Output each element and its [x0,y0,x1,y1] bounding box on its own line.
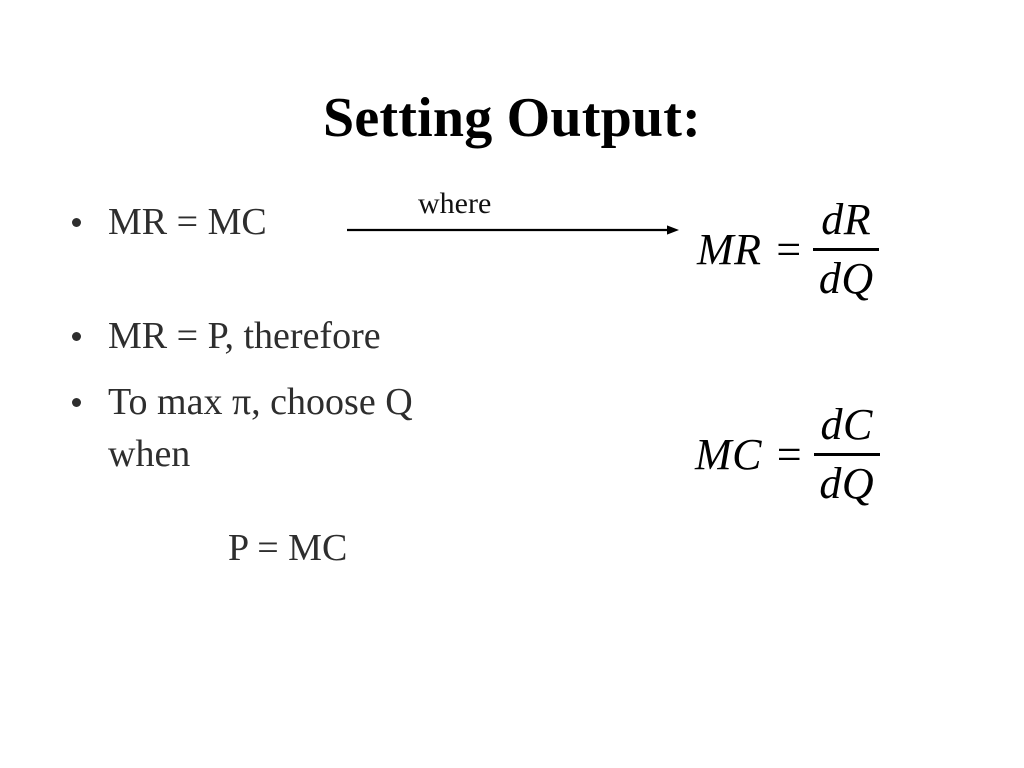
bullet-dot-icon [72,398,81,407]
equation-marginal-revenue: MR = dR dQ [697,195,880,304]
fraction: dC dQ [813,400,880,509]
bullet-dot-icon [72,332,81,341]
list-item-label: To max π, choose Q [108,381,413,423]
spacer [62,248,622,310]
bullet-list: MR = MC MR = P, therefore To max π, choo… [62,196,622,480]
equation-marginal-cost: MC = dC dQ [695,400,880,509]
fraction-bar [813,453,880,456]
equation-lhs: MC [695,429,762,479]
fraction-numerator: dR [821,195,872,244]
equation-lhs: MR [697,224,762,274]
list-item-label: MR = MC [108,201,267,243]
condition-line: P = MC [228,527,348,569]
list-item: MR = P, therefore [62,310,622,362]
fraction-numerator: dC [820,400,873,449]
fraction-denominator: dQ [819,459,875,508]
fraction-denominator: dQ [818,254,874,303]
list-item-continuation: when [108,433,191,475]
list-item: MR = MC [62,196,622,248]
bullet-dot-icon [72,218,81,227]
list-item-label: MR = P, therefore [108,315,381,357]
fraction: dR dQ [813,195,880,304]
spacer [62,362,622,376]
where-label: where [418,187,492,220]
equation-relation: = [773,224,804,274]
fraction-bar [813,248,880,251]
right-arrow-icon [345,218,685,242]
list-item: To max π, choose Q [62,376,622,428]
equation-relation: = [774,429,804,479]
page-title: Setting Output: [323,87,701,149]
